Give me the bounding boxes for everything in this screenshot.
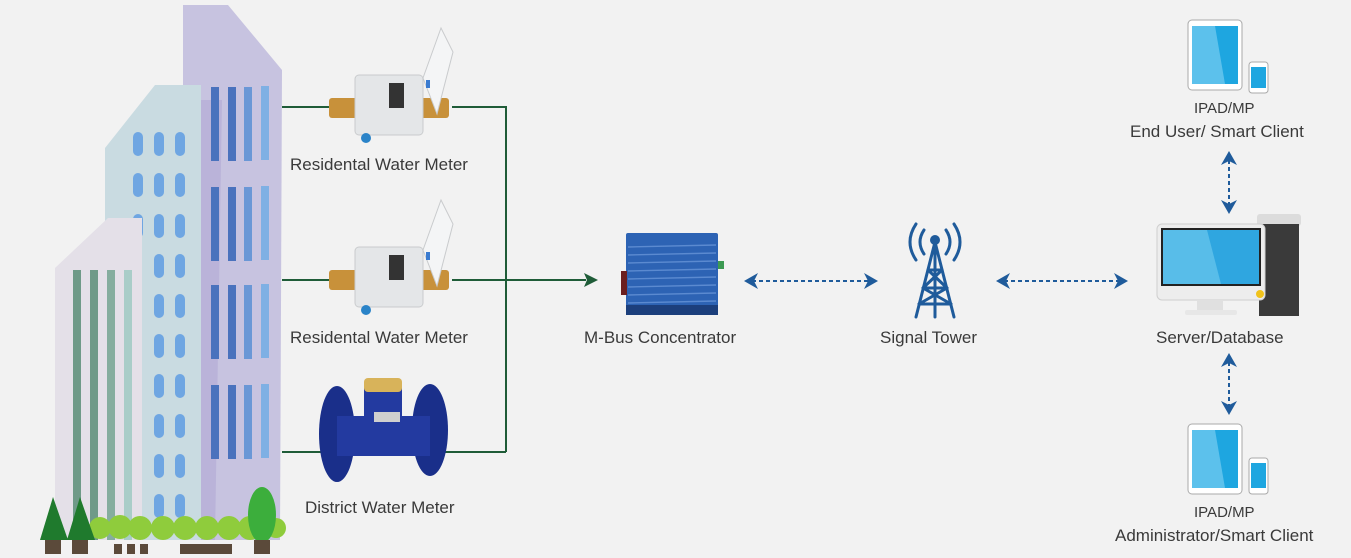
meter2-icon (329, 198, 454, 315)
server-icon (1156, 214, 1301, 316)
meter3-label: District Water Meter (305, 498, 455, 517)
arrow-to-concentrator (584, 273, 598, 287)
building-illustration (40, 5, 286, 554)
tablet-phone-icon-bottom (1187, 423, 1269, 495)
tower-label: Signal Tower (880, 328, 978, 347)
meter1-label: Residental Water Meter (290, 155, 468, 174)
client-bottom-line1: IPAD/MP (1194, 504, 1255, 521)
signal-tower-icon (908, 222, 962, 319)
client-top-line1: IPAD/MP (1194, 100, 1255, 117)
client-bottom-line2: Administrator/Smart Client (1115, 526, 1314, 545)
link-server-client-top (1221, 151, 1237, 214)
link-tower-server (996, 273, 1128, 289)
small-pots (114, 544, 232, 554)
link-concentrator-tower (744, 273, 878, 289)
potted-tree-right (248, 487, 276, 554)
potted-tree-left (40, 497, 68, 554)
tablet-phone-icon-top (1187, 19, 1269, 94)
link-server-client-bottom (1221, 353, 1237, 415)
tower-windows (211, 86, 269, 459)
meter1-icon (329, 26, 454, 143)
front-stripes (73, 270, 132, 540)
wire-meter1-bus (452, 106, 507, 452)
meter2-label: Residental Water Meter (290, 328, 468, 347)
client-top-line2: End User/ Smart Client (1130, 122, 1304, 141)
middle-windows (133, 132, 185, 518)
server-label: Server/Database (1156, 328, 1284, 347)
potted-tree-left-2 (67, 497, 95, 554)
district-meter-icon (319, 378, 448, 482)
concentrator-label: M-Bus Concentrator (584, 328, 737, 347)
concentrator-icon (621, 233, 724, 315)
